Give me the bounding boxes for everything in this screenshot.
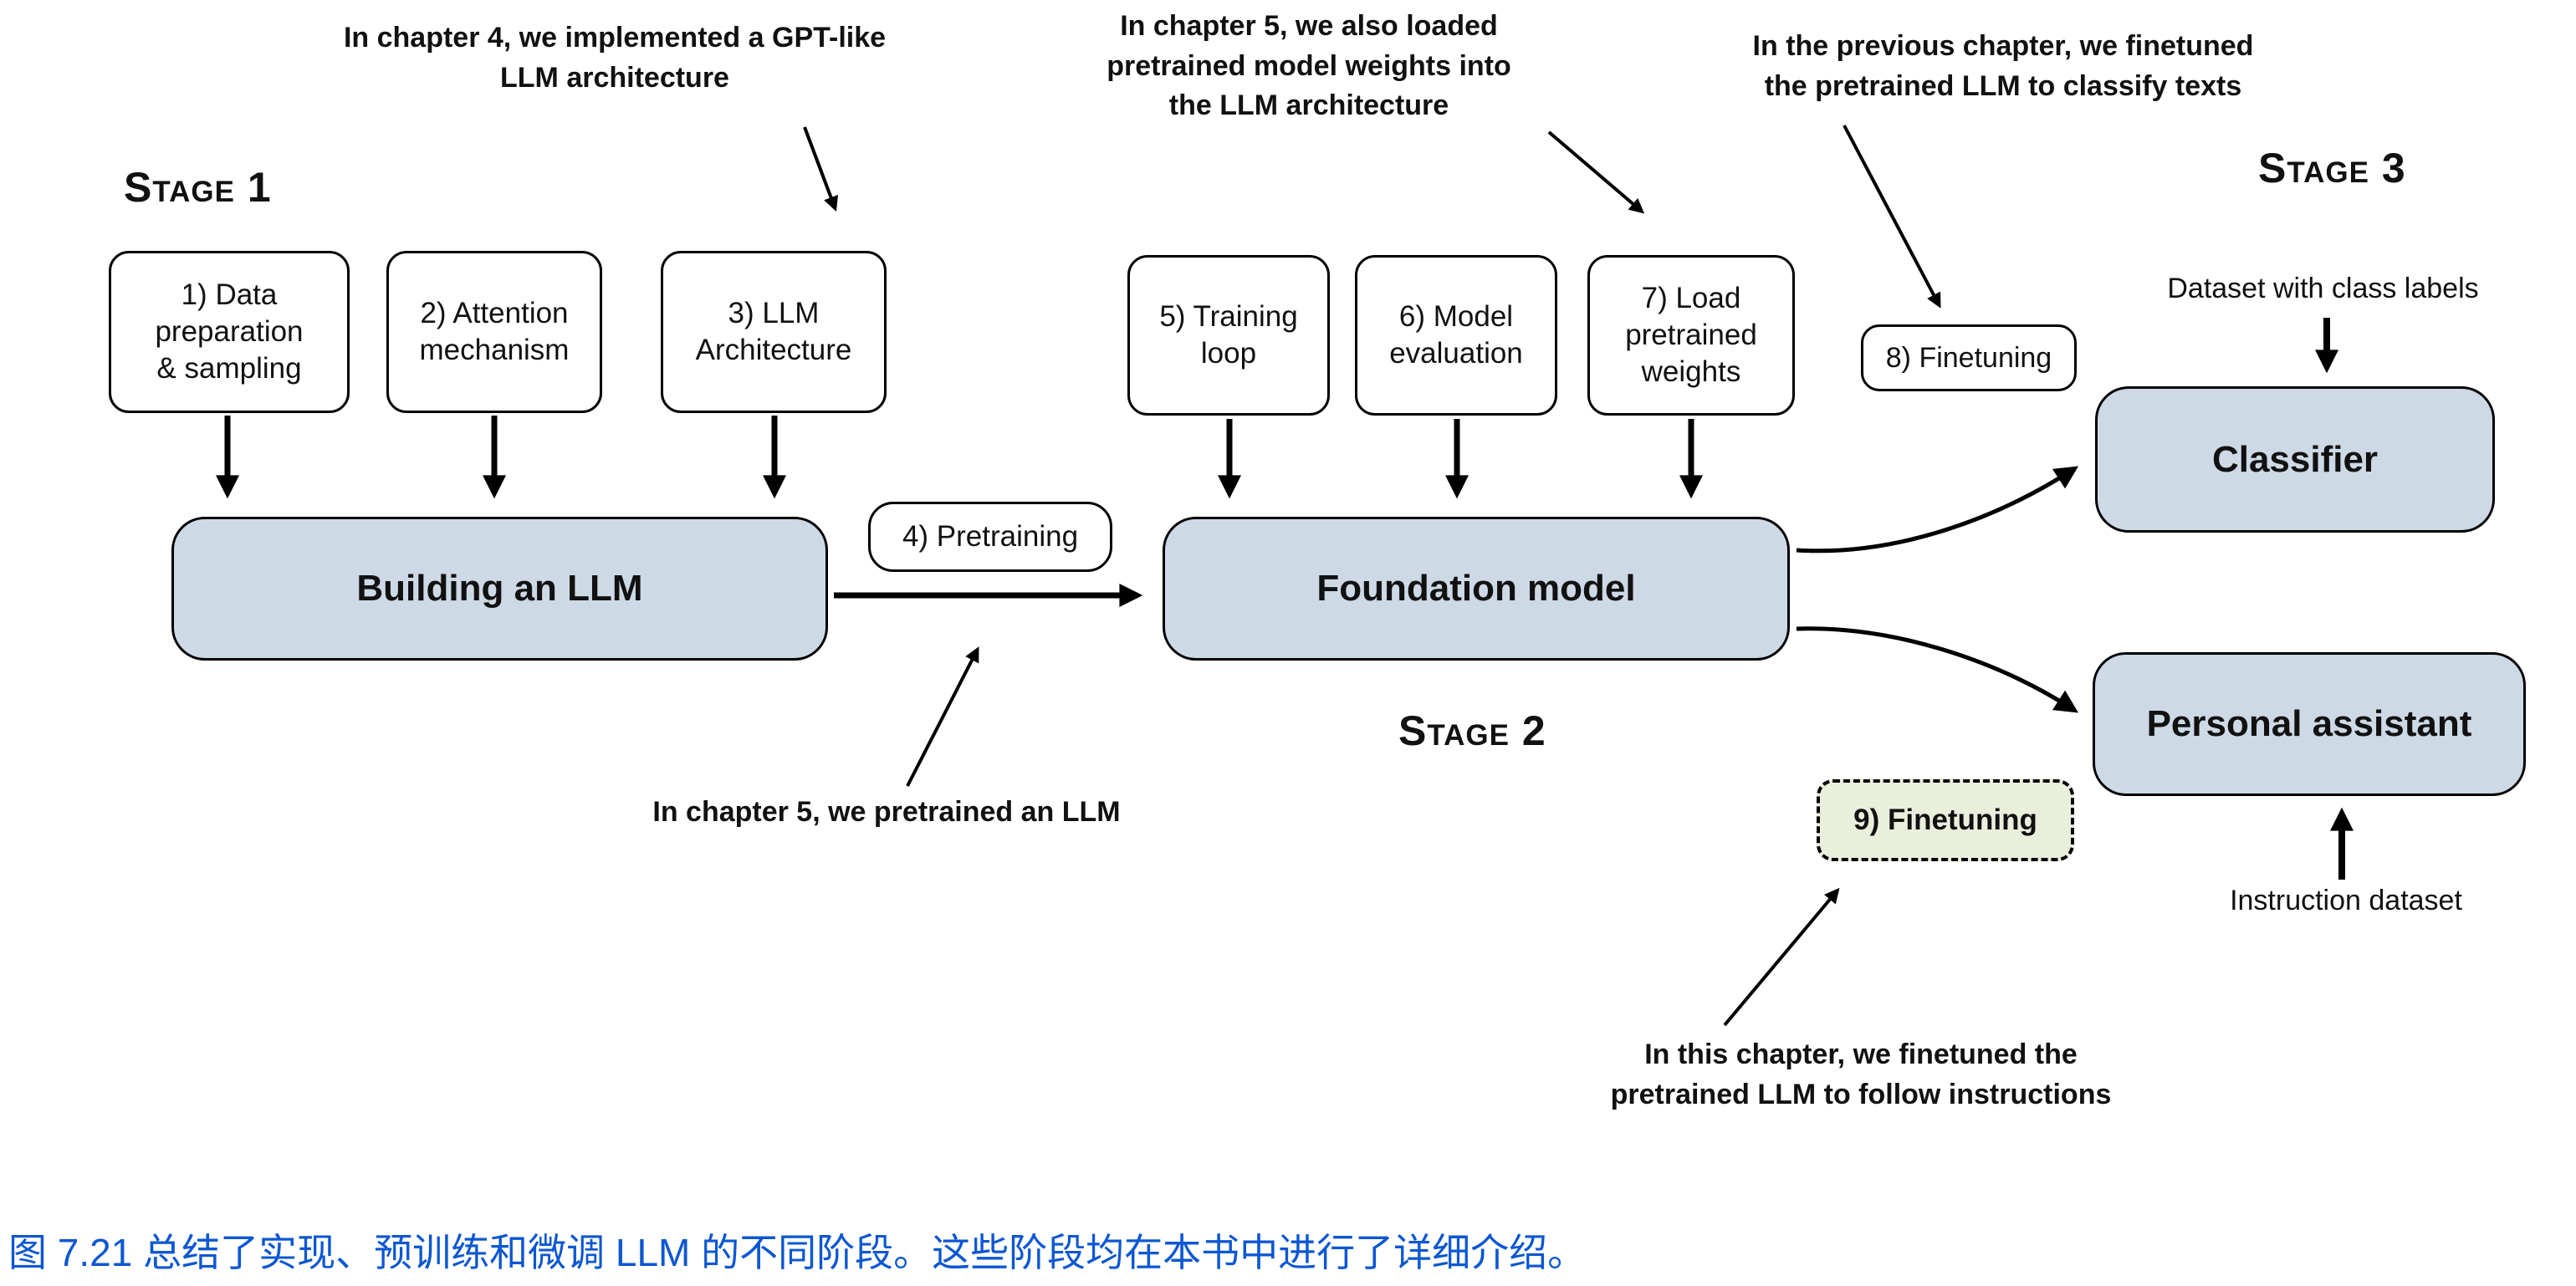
arrow-prev-chapter-annotation [1843, 125, 1941, 309]
box-personal-assistant: Personal assistant [2093, 652, 2526, 796]
box-llm-architecture: 3) LLM Architecture [661, 251, 887, 413]
figure-caption: 图 7.21 总结了实现、预训练和微调 LLM 的不同阶段。这些阶段均在本书中进… [8, 1231, 1587, 1274]
arrow-chapter5-weights-annotation [1547, 130, 1645, 214]
box-finetuning-8: 8) Finetuning [1861, 324, 2077, 391]
annotation-this-chapter: In this chapter, we finetuned the pretra… [1610, 1038, 2112, 1110]
annotation-chapter5-weights: In chapter 5, we also loaded pretrained … [1107, 10, 1511, 122]
box-pretraining: 4) Pretraining [868, 502, 1112, 572]
box-classifier: Classifier [2095, 386, 2495, 533]
box-finetuning-9: 9) Finetuning [1817, 779, 2074, 861]
box-training-loop: 5) Training loop [1127, 255, 1330, 416]
stage-2-label: Stage 2 [1398, 707, 1546, 754]
annotation-chapter4: In chapter 4, we implemented a GPT-like … [343, 22, 887, 94]
box-data-preparation: 1) Data preparation & sampling [109, 251, 350, 413]
label-dataset-with-class-labels: Dataset with class labels [2167, 273, 2479, 304]
box-load-pretrained-weights: 7) Load pretrained weights [1587, 255, 1795, 416]
arrow-foundation-to-assistant [1796, 626, 2079, 713]
annotation-prev-chapter: In the previous chapter, we finetuned th… [1752, 30, 2254, 102]
arrow-chapter5-pretrain-annotation [906, 646, 979, 787]
label-instruction-dataset: Instruction dataset [2230, 885, 2462, 916]
arrow-chapter4-annotation [803, 126, 839, 212]
box-model-evaluation: 6) Model evaluation [1355, 255, 1557, 416]
stage-1-label: Stage 1 [124, 164, 272, 211]
box-foundation-model: Foundation model [1163, 517, 1790, 661]
stage-3-label: Stage 3 [2258, 145, 2406, 191]
box-attention-mechanism: 2) Attention mechanism [386, 251, 602, 413]
annotation-chapter5-pretrain: In chapter 5, we pretrained an LLM [652, 796, 1121, 828]
arrow-this-chapter-annotation [1723, 887, 1840, 1027]
arrow-foundation-to-classifier [1796, 466, 2079, 554]
box-building-an-llm: Building an LLM [171, 517, 828, 661]
